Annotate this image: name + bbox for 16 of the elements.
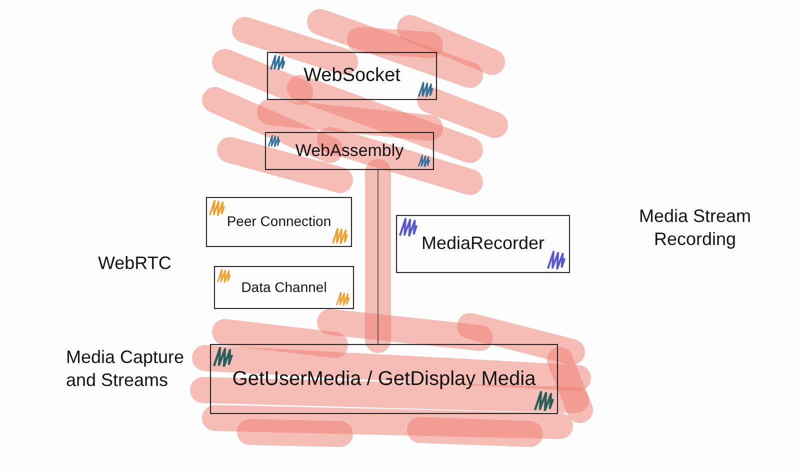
process-box (210, 344, 558, 414)
box-label: WebSocket (304, 66, 400, 86)
process-box (265, 132, 434, 170)
box-label: GetUserMedia / GetDisplay Media (232, 368, 536, 390)
group-label: Media Stream Recording (638, 205, 752, 252)
group-label: WebRTC (98, 252, 172, 275)
box-label: Data Channel (241, 280, 327, 296)
process-box (206, 197, 352, 247)
box-label: MediaRecorder (421, 234, 545, 254)
group-label: Media Capture and Streams (66, 346, 186, 392)
process-box (214, 266, 354, 309)
process-box (267, 52, 437, 100)
connector-line (377, 170, 379, 344)
box-label: Peer Connection (226, 214, 332, 230)
process-box (396, 215, 570, 273)
box-label: WebAssembly (295, 142, 404, 160)
